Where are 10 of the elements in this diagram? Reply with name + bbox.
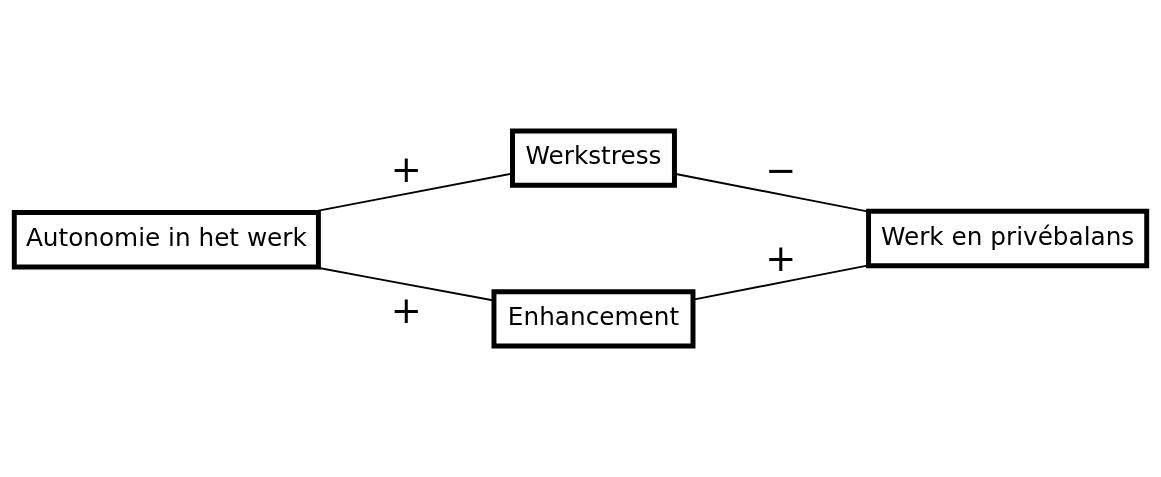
edge-label: + [765,236,797,280]
node-box: Enhancement [491,289,696,349]
connector [692,264,870,301]
edge-label: + [390,147,422,191]
node-box: Werkstress [510,128,677,188]
edge-label: + [390,288,422,332]
connector [673,172,870,213]
node-box: Werk en privébalans [866,208,1150,269]
node-box: Autonomie in het werk [11,210,321,270]
edge-label: − [765,148,797,192]
